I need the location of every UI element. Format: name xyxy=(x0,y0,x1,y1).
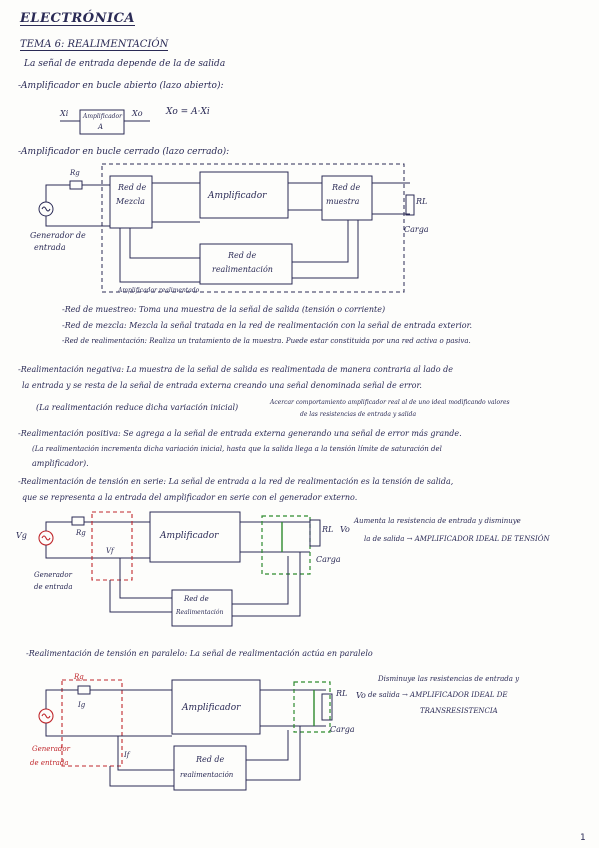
closed-generator-label-1: Generador de xyxy=(30,231,86,240)
parallel-ig-label: Ig xyxy=(78,701,86,709)
negative-line-3: (La realimentación reduce dicha variació… xyxy=(36,403,239,412)
closed-amplifier-label: Amplificador xyxy=(208,191,267,201)
parallel-feedback-label-1: Red de xyxy=(196,755,225,764)
series-load-label: Carga xyxy=(316,555,341,564)
parallel-rl-label: RL xyxy=(336,689,348,698)
parallel-note-3: TRANSRESISTENCIA xyxy=(420,707,498,715)
open-loop-formula: Xo = A·Xi xyxy=(166,107,210,117)
closed-loop-heading: -Amplificador en bucle cerrado (lazo cer… xyxy=(18,147,230,157)
closed-rl-label: RL xyxy=(416,197,428,206)
series-amplifier-label: Amplificador xyxy=(160,531,219,541)
positive-line-2: (La realimentación incrementa dicha vari… xyxy=(32,445,442,453)
intro-line-2: -Amplificador en bucle abierto (lazo abi… xyxy=(18,81,224,91)
parallel-diagram xyxy=(38,679,333,791)
open-loop-diagram xyxy=(60,109,150,135)
page-number: 1 xyxy=(580,833,586,843)
negative-note-2: de las resistencias de entrada y salida xyxy=(300,411,417,418)
parallel-amplifier-label: Amplificador xyxy=(182,703,241,713)
open-loop-gain-label: A xyxy=(98,123,104,131)
feedback-label-1: Red de xyxy=(228,251,257,260)
positive-line-1: -Realimentación positiva: Se agrega a la… xyxy=(18,429,462,438)
negative-note-1: Acercar comportamiento amplificador real… xyxy=(270,399,510,406)
intro-line-1: La señal de entrada depende de la de sal… xyxy=(24,59,226,69)
series-line-1: -Realimentación de tensión en serie: La … xyxy=(18,477,454,486)
series-rl-label: RL xyxy=(322,525,334,534)
series-vo-label: Vo xyxy=(340,525,350,534)
negative-line-1: -Realimentación negativa: La muestra de … xyxy=(18,365,453,374)
parallel-note-2: de salida → AMPLIFICADOR IDEAL DE xyxy=(368,691,508,699)
open-loop-output-label: Xo xyxy=(132,109,143,118)
parallel-line-1: -Realimentación de tensión en paralelo: … xyxy=(26,649,373,658)
series-note-1: Aumenta la resistencia de entrada y dism… xyxy=(354,517,521,525)
definition-mixer: -Red de mezcla: Mezcla la señal tratada … xyxy=(62,321,473,330)
series-feedback-label-1: Red de xyxy=(184,595,209,603)
series-line-2: que se representa a la entrada del ampli… xyxy=(22,493,358,502)
parallel-load-label: Carga xyxy=(330,725,355,734)
parallel-note-1: Disminuye las resistencias de entrada y xyxy=(378,675,520,683)
topic-heading: TEMA 6: REALIMENTACIÓN xyxy=(20,39,169,51)
closed-load-label: Carga xyxy=(404,225,429,234)
series-generator-label-1: Generador xyxy=(34,571,72,579)
parallel-vo-label: Vo xyxy=(356,691,366,700)
closed-loop-diagram xyxy=(38,163,415,293)
closed-generator-label-2: entrada xyxy=(34,243,66,252)
series-vg-label: Vg xyxy=(16,531,27,540)
open-loop-input-label: Xi xyxy=(60,109,69,118)
mixer-label-2: Mezcla xyxy=(116,197,145,206)
parallel-generator-label-2: de entrada xyxy=(30,759,69,767)
positive-line-3: amplificador). xyxy=(32,459,89,468)
subject-heading: ELECTRÓNICA xyxy=(20,11,136,26)
parallel-generator-label-1: Generador xyxy=(32,745,70,753)
series-note-2: la de salida → AMPLIFICADOR IDEAL DE TEN… xyxy=(364,535,550,543)
feedback-label-2: realimentación xyxy=(212,265,273,274)
series-vf-label: Vf xyxy=(106,547,114,555)
series-rg-label: Rg xyxy=(76,529,86,537)
open-loop-box-label: Amplificador xyxy=(83,113,122,120)
series-generator-label-2: de entrada xyxy=(34,583,73,591)
definition-feedback: -Red de realimentación: Realiza un trata… xyxy=(62,337,471,345)
series-feedback-label-2: Realimentación xyxy=(176,609,224,616)
negative-line-2: la entrada y se resta de la señal de ent… xyxy=(22,381,422,390)
mixer-label-1: Red de xyxy=(118,183,147,192)
parallel-feedback-label-2: realimentación xyxy=(180,771,234,779)
closed-loop-rg: Rg xyxy=(70,169,80,177)
parallel-rg-label: Rg xyxy=(74,673,84,681)
definition-sample: -Red de muestreo: Toma una muestra de la… xyxy=(62,305,386,314)
sample-label-2: muestra xyxy=(326,197,360,206)
sample-label-1: Red de xyxy=(332,183,361,192)
series-diagram xyxy=(38,511,321,627)
parallel-if-label: If xyxy=(124,751,130,759)
closed-amp-label: Amplificador realimentado xyxy=(118,287,200,294)
